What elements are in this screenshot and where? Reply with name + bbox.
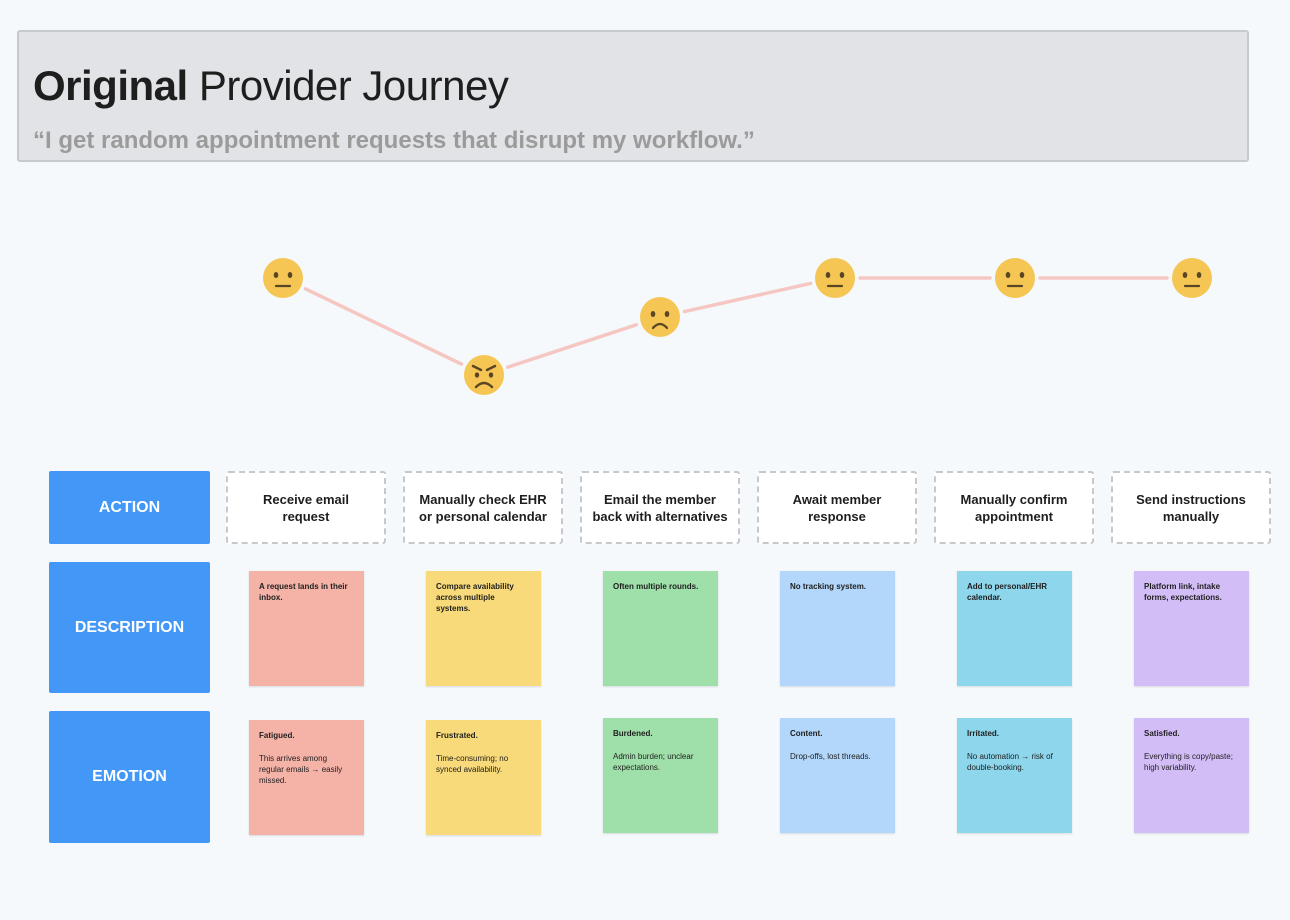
description-text: Compare availability across multiple sys… xyxy=(436,582,514,613)
emotion-title: Burdened. xyxy=(613,729,653,738)
description-text: Often multiple rounds. xyxy=(613,582,699,591)
emotion-detail: This arrives among regular emails → easi… xyxy=(259,754,343,785)
emotion-sticky-2: Frustrated. Time-consuming; no synced av… xyxy=(426,720,541,835)
description-sticky-4: No tracking system. xyxy=(780,571,895,686)
journey-segment xyxy=(505,323,639,369)
emotion-journey-line xyxy=(263,258,1212,395)
row-label-emotion: EMOTION xyxy=(49,711,210,843)
emotion-title: Satisfied. xyxy=(1144,729,1180,738)
title-rest: Provider Journey xyxy=(198,62,509,109)
description-sticky-2: Compare availability across multiple sys… xyxy=(426,571,541,686)
emotion-sticky-3: Burdened. Admin burden; unclear expectat… xyxy=(603,718,718,833)
emotion-detail: Time-consuming; no synced availability. xyxy=(436,754,509,774)
row-label-description: DESCRIPTION xyxy=(49,562,210,693)
page-title: Original Provider Journey xyxy=(33,62,509,110)
action-step-1: Receive email request xyxy=(226,471,386,544)
emotion-detail: Drop-offs, lost threads. xyxy=(790,752,871,761)
emotion-sticky-6: Satisfied. Everything is copy/paste; hig… xyxy=(1134,718,1249,833)
journey-segment xyxy=(682,281,813,314)
description-text: Platform link, intake forms, expectation… xyxy=(1144,582,1222,602)
neutral-face-icon xyxy=(995,258,1035,298)
journey-segment xyxy=(303,287,464,366)
emotion-detail: Everything is copy/paste; high variabili… xyxy=(1144,752,1233,772)
header-banner: Original Provider Journey “I get random … xyxy=(17,30,1249,162)
description-text: Add to personal/EHR calendar. xyxy=(967,582,1048,602)
description-sticky-5: Add to personal/EHR calendar. xyxy=(957,571,1072,686)
neutral-face-icon xyxy=(815,258,855,298)
emotion-title: Content. xyxy=(790,729,823,738)
action-step-2: Manually check EHR or personal calendar xyxy=(403,471,563,544)
action-step-3: Email the member back with alternatives xyxy=(580,471,740,544)
description-sticky-6: Platform link, intake forms, expectation… xyxy=(1134,571,1249,686)
description-text: No tracking system. xyxy=(790,582,867,591)
description-sticky-3: Often multiple rounds. xyxy=(603,571,718,686)
neutral-face-icon xyxy=(1172,258,1212,298)
description-text: A request lands in their inbox. xyxy=(259,582,348,602)
action-step-4: Await member response xyxy=(757,471,917,544)
action-step-6: Send instructions manually xyxy=(1111,471,1271,544)
emotion-title: Fatigued. xyxy=(259,731,295,740)
emotion-detail: Admin burden; unclear expectations. xyxy=(613,752,694,772)
emotion-sticky-4: Content. Drop-offs, lost threads. xyxy=(780,718,895,833)
emotion-title: Irritated. xyxy=(967,729,1000,738)
description-sticky-1: A request lands in their inbox. xyxy=(249,571,364,686)
title-bold: Original xyxy=(33,62,188,109)
emotion-detail: No automation → risk of double-booking. xyxy=(967,752,1053,772)
angry-face-icon xyxy=(464,355,504,395)
neutral-face-icon xyxy=(263,258,303,298)
emotion-title: Frustrated. xyxy=(436,731,478,740)
row-label-action: ACTION xyxy=(49,471,210,544)
emotion-sticky-5: Irritated. No automation → risk of doubl… xyxy=(957,718,1072,833)
sad-face-icon xyxy=(640,297,680,337)
action-step-5: Manually confirm appointment xyxy=(934,471,1094,544)
emotion-sticky-1: Fatigued. This arrives among regular ema… xyxy=(249,720,364,835)
page-quote: “I get random appointment requests that … xyxy=(33,127,755,154)
